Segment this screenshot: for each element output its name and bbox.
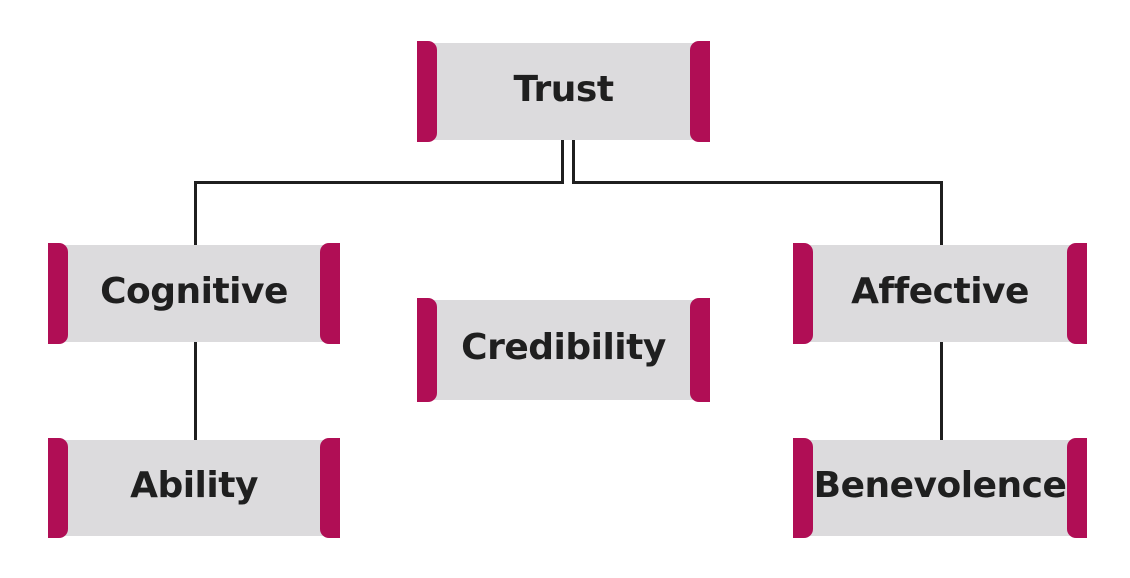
node-affective-label: Affective	[851, 270, 1029, 312]
connector-trust-affective-drop	[940, 181, 943, 245]
accent-bar-right-icon	[320, 438, 340, 538]
connector-trust-cognitive-drop	[194, 181, 197, 245]
connector-trust-cognitive-horizontal	[194, 181, 564, 184]
node-ability: Ability	[48, 438, 340, 538]
node-cognitive-label: Cognitive	[100, 270, 288, 312]
node-credibility-label: Credibility	[461, 327, 666, 368]
node-benevolence-label: Benevolence	[813, 465, 1067, 506]
connector-trust-cognitive-stub	[561, 140, 564, 184]
accent-bar-left-icon	[48, 243, 68, 344]
node-cognitive: Cognitive	[48, 243, 340, 344]
node-ability-label: Ability	[130, 465, 258, 506]
connector-cognitive-ability	[194, 342, 197, 440]
node-credibility: Credibility	[417, 298, 710, 402]
node-benevolence: Benevolence	[793, 438, 1087, 538]
connector-affective-benevolence	[940, 342, 943, 440]
accent-bar-left-icon	[417, 41, 437, 142]
accent-bar-left-icon	[793, 243, 813, 344]
accent-bar-right-icon	[320, 243, 340, 344]
accent-bar-left-icon	[793, 438, 813, 538]
node-trust-label: Trust	[513, 68, 614, 110]
connector-trust-affective-stub	[572, 140, 575, 184]
accent-bar-left-icon	[48, 438, 68, 538]
node-trust: Trust	[417, 41, 710, 142]
accent-bar-left-icon	[417, 298, 437, 402]
accent-bar-right-icon	[690, 41, 710, 142]
accent-bar-right-icon	[1067, 438, 1087, 538]
node-affective: Affective	[793, 243, 1087, 344]
accent-bar-right-icon	[1067, 243, 1087, 344]
connector-trust-affective-horizontal	[572, 181, 943, 184]
accent-bar-right-icon	[690, 298, 710, 402]
